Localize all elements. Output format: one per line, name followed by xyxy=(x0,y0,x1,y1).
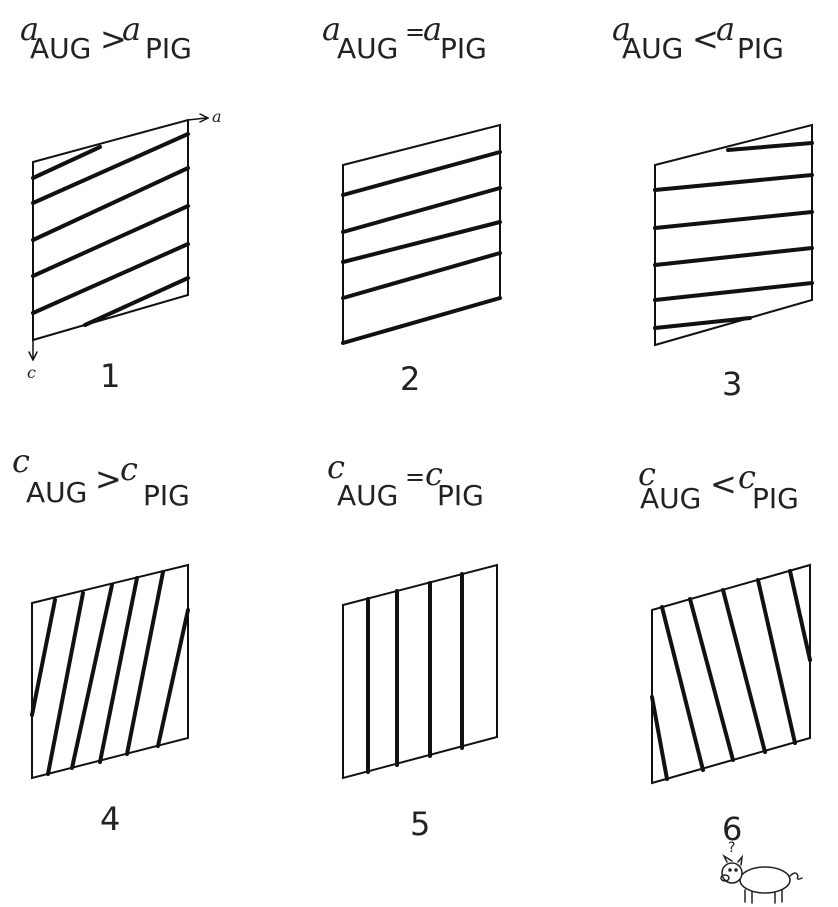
panel-3-lamella xyxy=(655,212,812,228)
heading-1-sub-left: AUG xyxy=(30,32,91,65)
panel-4-lamella xyxy=(158,610,188,746)
panel-3-parallelogram xyxy=(655,125,812,345)
panel-1-lamella xyxy=(33,147,100,178)
pig-icon xyxy=(721,856,802,903)
heading-4-sub-left: AUG xyxy=(26,476,87,509)
heading-1: a AUG > a PIG xyxy=(20,10,192,65)
panel-2-lamella xyxy=(343,298,500,343)
pig-question-mark: ? xyxy=(728,840,735,856)
panel-6-lamella xyxy=(790,571,810,660)
panel-3-diagram xyxy=(655,125,812,345)
heading-3-var-right: a xyxy=(716,10,735,48)
panel-1-diagram xyxy=(29,114,208,360)
heading-4-var-right: c xyxy=(120,450,138,488)
heading-1-sub-right: PIG xyxy=(145,32,192,65)
heading-6: c AUG < c PIG xyxy=(638,455,799,515)
a-axis-label: a xyxy=(212,107,222,126)
panel-6-diagram xyxy=(652,565,810,783)
heading-2-sub-right: PIG xyxy=(440,32,487,65)
heading-4-var-left: c xyxy=(12,442,30,480)
heading-6-sub-left: AUG xyxy=(640,482,701,515)
panel-3-number: 3 xyxy=(722,365,742,403)
heading-3-sub-right: PIG xyxy=(737,32,784,65)
panel-2-lamella xyxy=(343,188,500,232)
panel-2-number: 2 xyxy=(400,360,420,398)
heading-5: c AUG = c PIG xyxy=(327,448,484,512)
heading-6-sub-right: PIG xyxy=(752,482,799,515)
panel-1-lamella xyxy=(33,168,188,240)
panel-5-number: 5 xyxy=(410,805,430,843)
panel-2-diagram xyxy=(343,125,500,343)
heading-5-sub-left: AUG xyxy=(337,479,398,512)
panel-4-lamella xyxy=(32,600,55,715)
heading-1-var-right: a xyxy=(122,10,141,48)
panel-1-lamella xyxy=(33,206,188,276)
heading-6-relation: < xyxy=(710,465,737,503)
c-axis-label: c xyxy=(27,363,36,382)
panel-3-lamella xyxy=(655,248,812,265)
panel-6-lamella xyxy=(758,580,795,743)
heading-5-sub-right: PIG xyxy=(437,479,484,512)
heading-4-sub-right: PIG xyxy=(143,479,190,512)
heading-3-sub-left: AUG xyxy=(622,32,683,65)
panel-1-number: 1 xyxy=(100,357,120,395)
heading-2-sub-left: AUG xyxy=(337,32,398,65)
heading-5-relation: = xyxy=(405,463,425,491)
heading-2: a AUG = a PIG xyxy=(322,10,487,65)
panel-4-number: 4 xyxy=(100,800,120,838)
panel-3-lamella xyxy=(655,283,812,300)
heading-3: a AUG < a PIG xyxy=(612,10,784,65)
heading-4-relation: > xyxy=(95,460,122,498)
panel-2-lamella xyxy=(343,222,500,262)
panel-5-diagram xyxy=(343,565,497,778)
heading-4: c AUG > c PIG xyxy=(12,442,190,512)
panel-2-lamella xyxy=(343,253,500,298)
panel-3-lamella xyxy=(655,318,750,328)
panel-6-lamella xyxy=(723,590,765,752)
panel-3-lamella xyxy=(655,175,812,190)
panel-4-diagram xyxy=(32,565,188,778)
panel-6-lamella xyxy=(652,697,667,779)
heading-3-relation: < xyxy=(692,20,719,58)
